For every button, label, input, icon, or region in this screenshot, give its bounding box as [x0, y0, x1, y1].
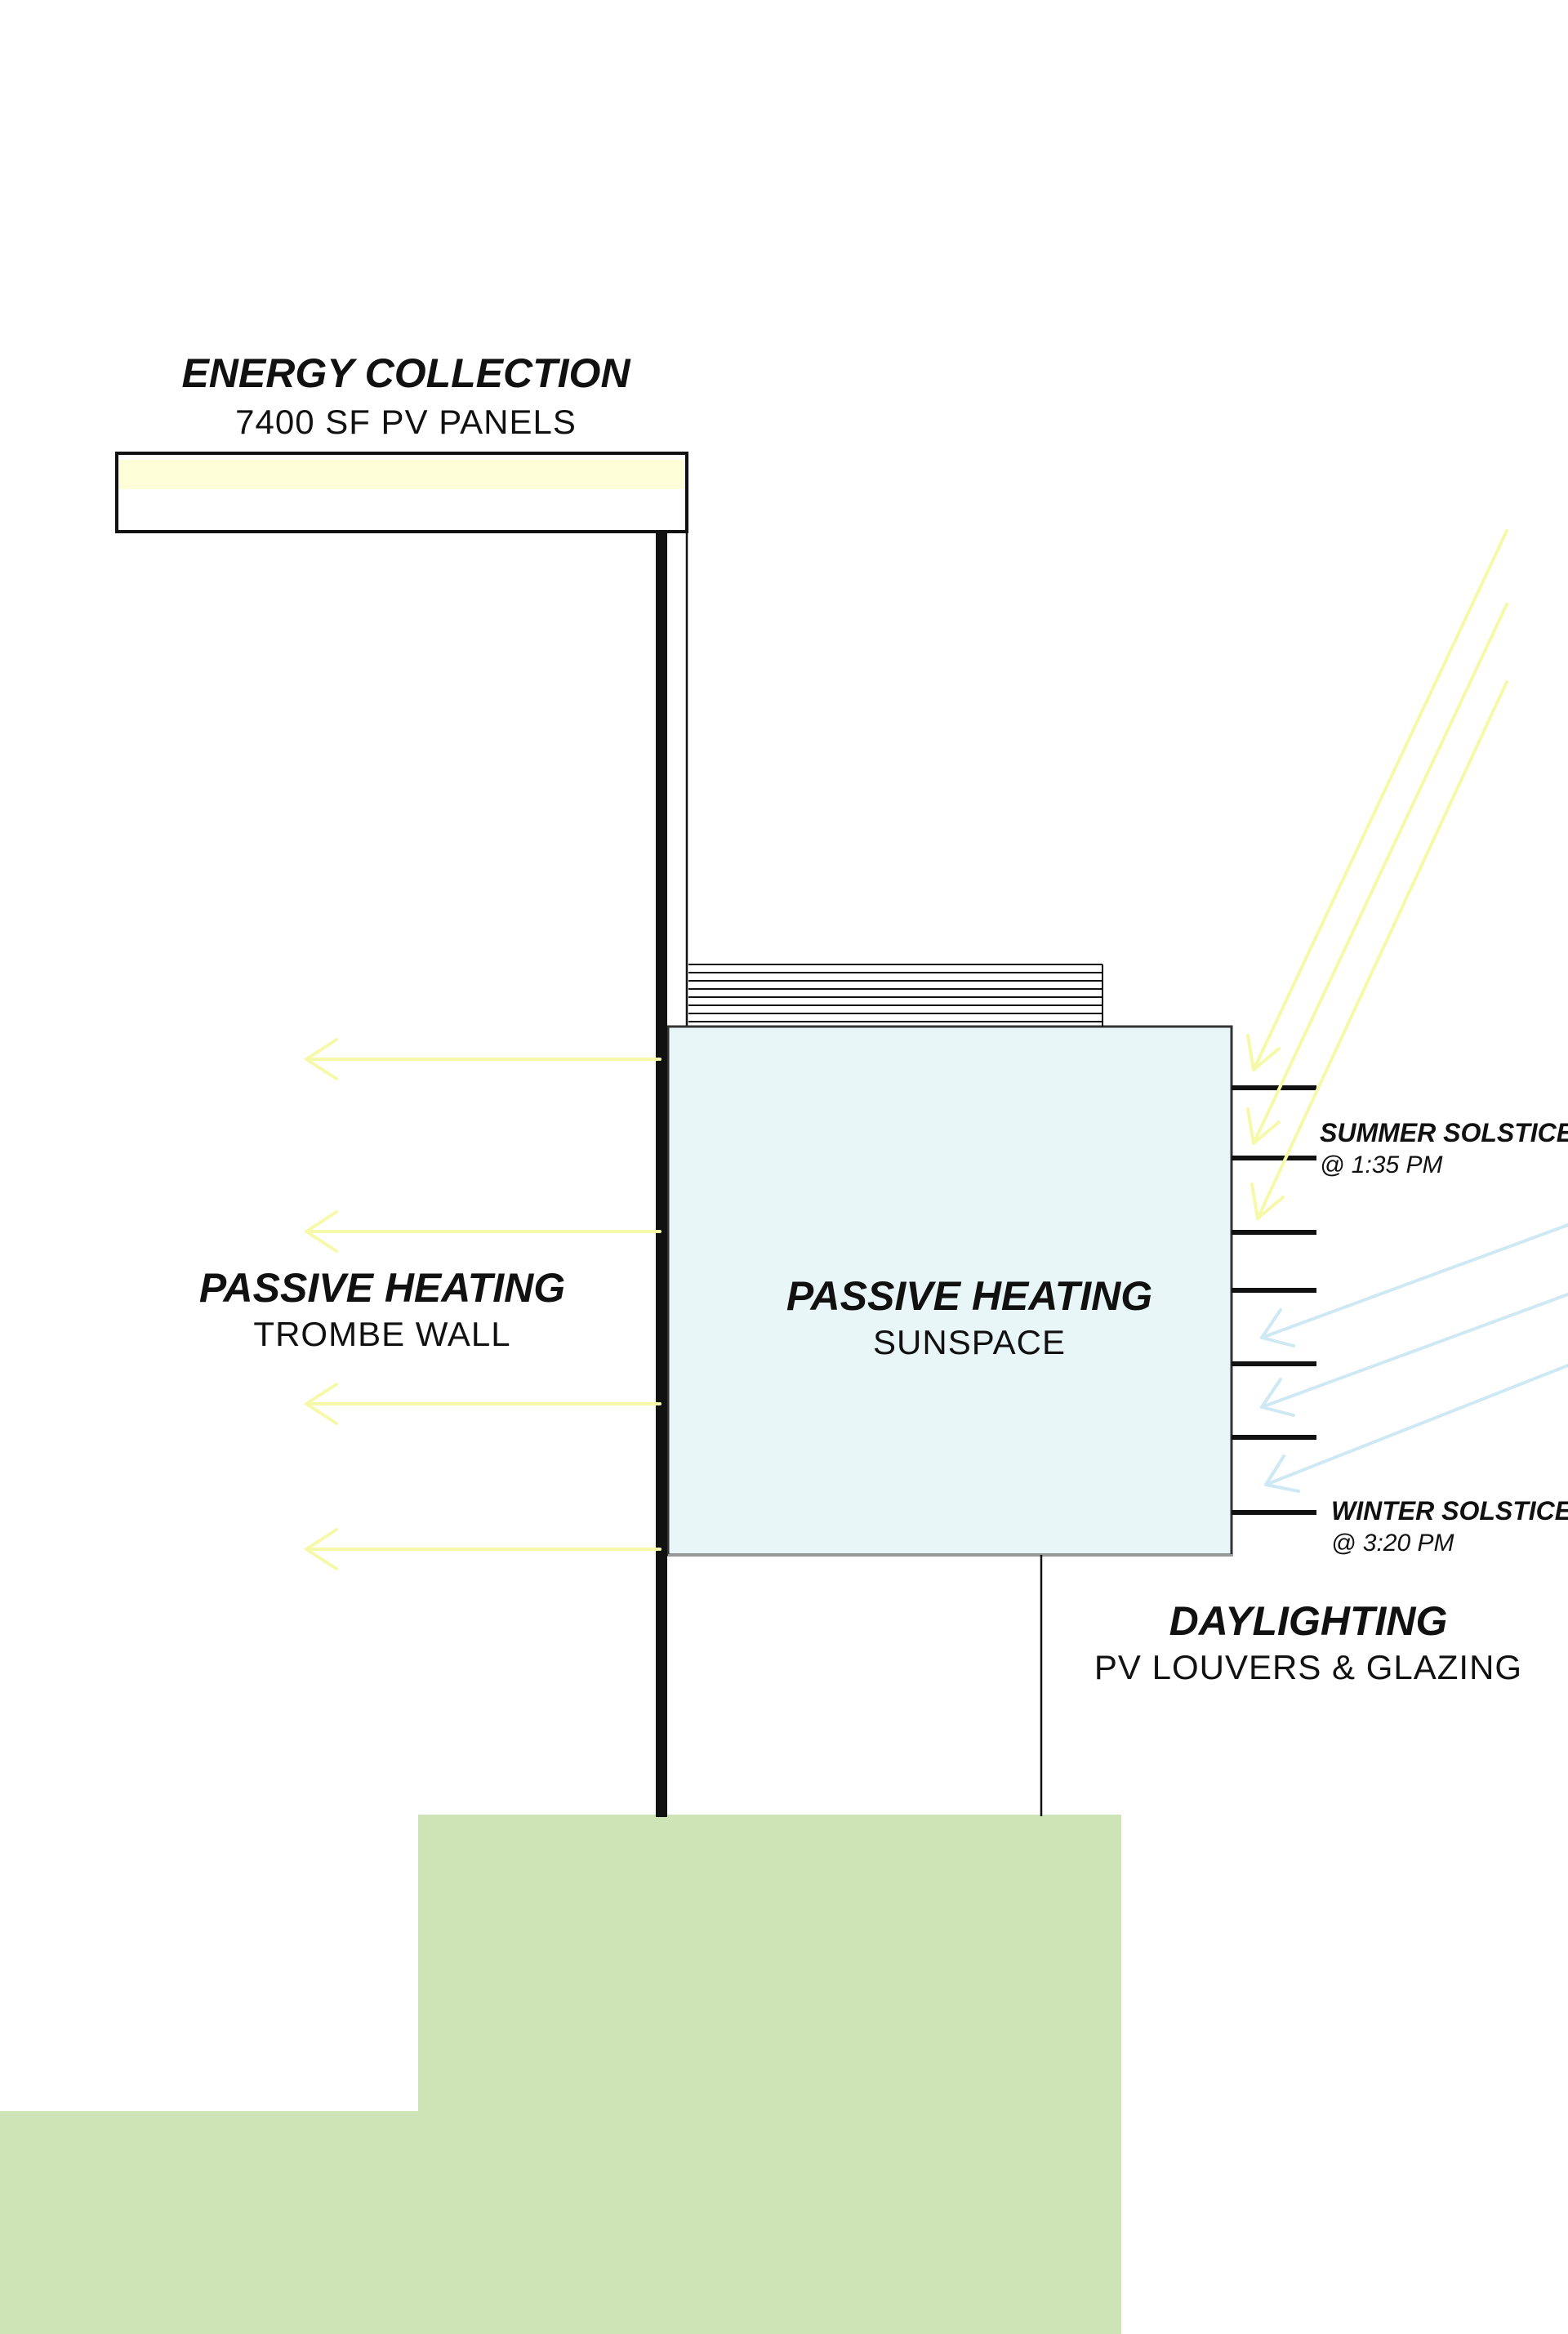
trombe-wall-title: PASSIVE HEATING — [198, 1265, 566, 1311]
arrow-left-icon — [305, 1528, 662, 1570]
arrow-down-left-icon — [1260, 1223, 1568, 1347]
arrow-down-left-icon — [1246, 603, 1508, 1145]
pv-louvers — [1232, 1085, 1316, 1515]
arrow-left-icon — [305, 1210, 662, 1253]
arrow-down-left-icon — [1246, 529, 1508, 1071]
arrow-left-icon — [305, 1038, 662, 1080]
sunspace-subtitle: SUNSPACE — [873, 1323, 1066, 1361]
sunspace-title: PASSIVE HEATING — [786, 1273, 1153, 1319]
energy-collection-subtitle: 7400 SF PV PANELS — [235, 403, 577, 441]
daylighting-subtitle: PV LOUVERS & GLAZING — [1094, 1648, 1523, 1686]
trombe-wall-subtitle: TROMBE WALL — [253, 1315, 511, 1353]
winter-solstice-label: WINTER SOLSTICE — [1331, 1496, 1568, 1526]
summer-solstice-label: SUMMER SOLSTICE — [1320, 1118, 1568, 1147]
pv-panel-strip — [119, 460, 684, 489]
ground — [0, 1815, 1121, 2334]
arrow-down-left-icon — [1260, 1293, 1568, 1417]
summer-solstice-time: @ 1:35 PM — [1320, 1151, 1443, 1178]
energy-collection-title: ENERGY COLLECTION — [181, 350, 630, 396]
arrow-down-left-icon — [1250, 680, 1508, 1220]
arrow-left-icon — [305, 1383, 662, 1425]
daylighting-title: DAYLIGHTING — [1169, 1598, 1448, 1644]
roof-louvers — [688, 964, 1103, 1027]
arrow-down-left-icon — [1264, 1364, 1568, 1493]
winter-solstice-time: @ 3:20 PM — [1331, 1530, 1454, 1557]
